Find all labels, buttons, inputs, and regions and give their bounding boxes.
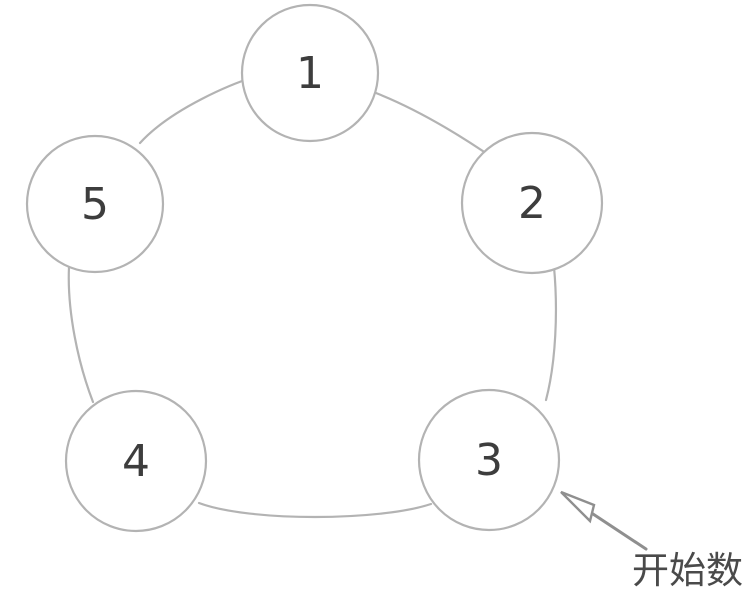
node-label-5: 5 xyxy=(81,179,109,230)
arrow-shaft-icon xyxy=(588,510,648,551)
arrow-head-icon xyxy=(560,490,596,524)
start-pointer-arrow xyxy=(560,490,648,551)
node-circle-1[interactable] xyxy=(240,3,380,143)
node-group-1[interactable]: 1 xyxy=(240,3,380,143)
edge-2-to-3 xyxy=(544,265,558,402)
node-group-5[interactable]: 5 xyxy=(25,134,165,274)
edge-3-to-4 xyxy=(197,501,433,519)
node-label-2: 2 xyxy=(518,178,546,229)
node-circle-4[interactable] xyxy=(64,389,208,533)
node-label-4: 4 xyxy=(122,436,150,487)
edge-1-to-2 xyxy=(374,91,498,162)
node-group-3[interactable]: 3 xyxy=(417,388,561,532)
node-group-2[interactable]: 2 xyxy=(460,131,604,275)
start-count-annotation: 开始数 xyxy=(632,549,743,592)
node-circle-5[interactable] xyxy=(25,134,165,274)
edge-4-to-5 xyxy=(67,265,95,404)
node-label-1: 1 xyxy=(296,48,324,99)
node-circle-2[interactable] xyxy=(460,131,604,275)
node-circle-3[interactable] xyxy=(417,388,561,532)
node-group-4[interactable]: 4 xyxy=(64,389,208,533)
node-label-3: 3 xyxy=(475,435,503,486)
